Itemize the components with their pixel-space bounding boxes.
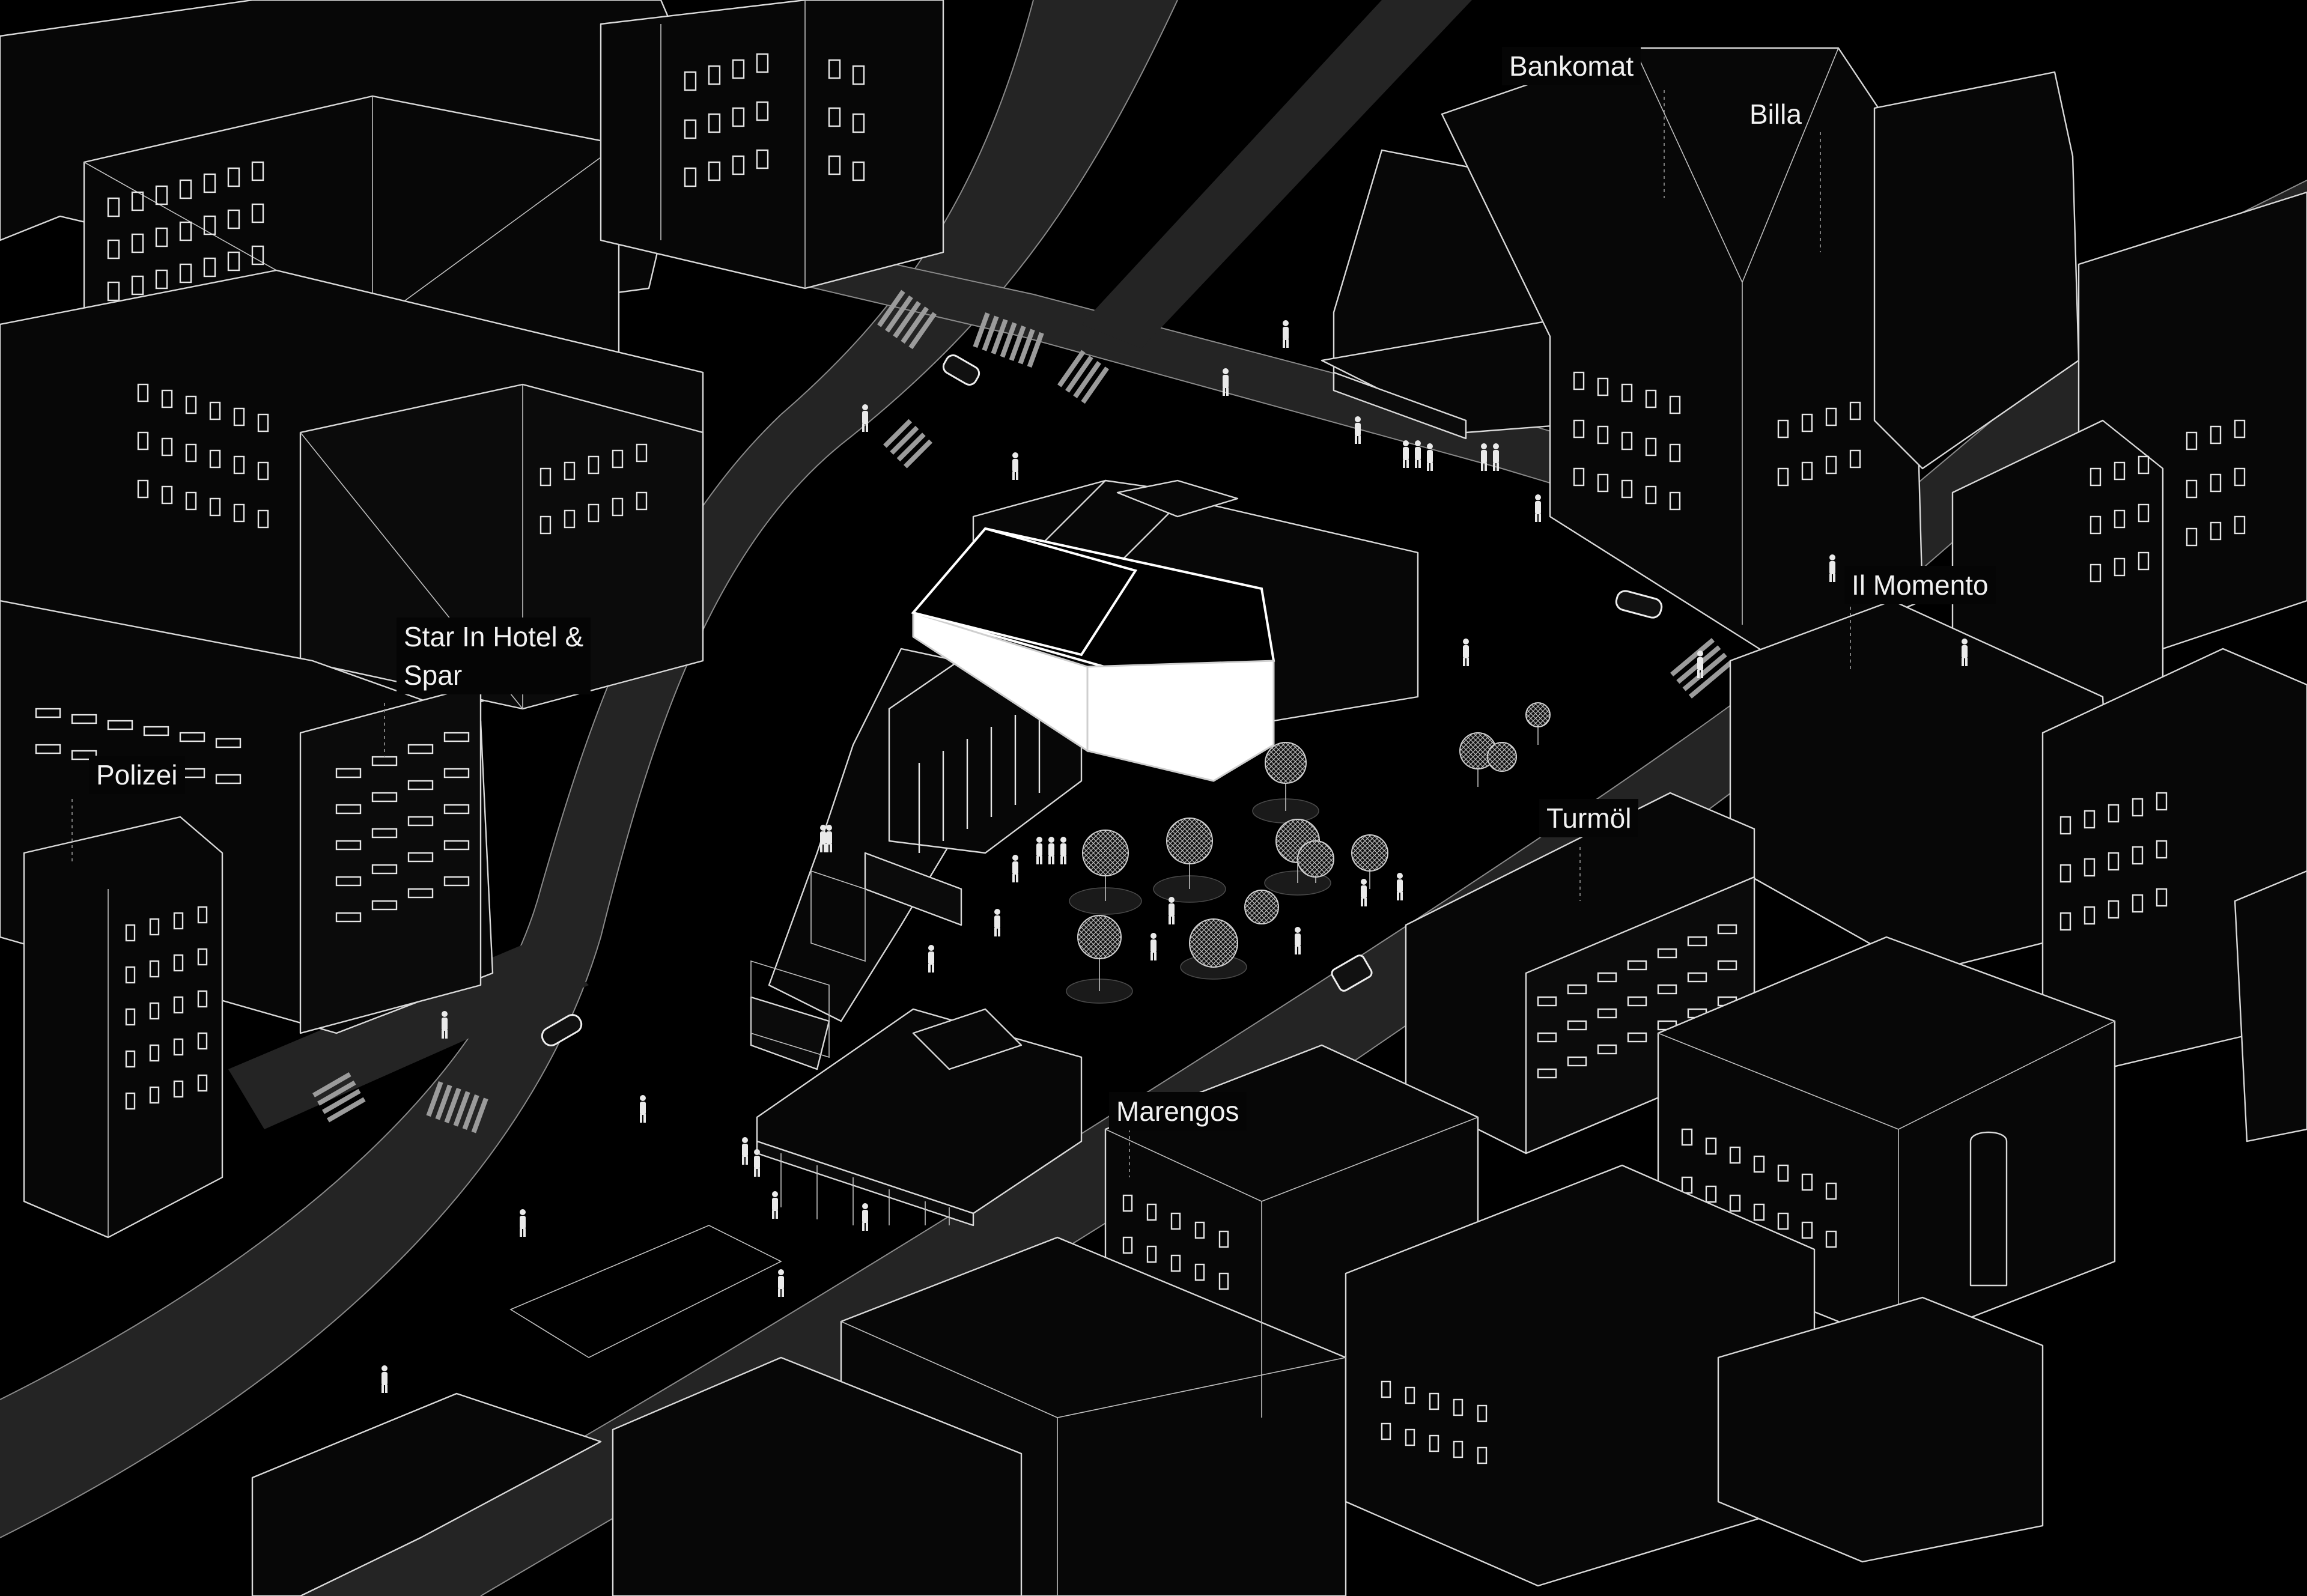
building-bottom-left [251,1225,782,1596]
label-marengos: Marengos [1109,1092,1247,1130]
crosswalks [312,290,1733,1133]
project-building [750,479,1419,1070]
label-il-momento: Il Momento [1844,566,1996,604]
plaza-trees [1066,702,1551,1004]
label-billa: Billa [1749,99,1802,130]
building-bankomat-billa [1321,47,1924,662]
label-star-in-hotel-spar: Star In Hotel & Spar [397,617,591,694]
label-leaders [71,90,1851,1177]
cars [541,354,1663,1046]
building-block-right-middle [1729,599,2307,1142]
label-bankomat: Bankomat [1502,47,1641,85]
label-turmoel: Turmöl [1539,799,1639,837]
building-block-bottom-center [612,1044,2044,1596]
building-marengos [756,1008,1083,1227]
building-polizei [23,816,223,1239]
label-polizei: Polizei [89,756,185,794]
